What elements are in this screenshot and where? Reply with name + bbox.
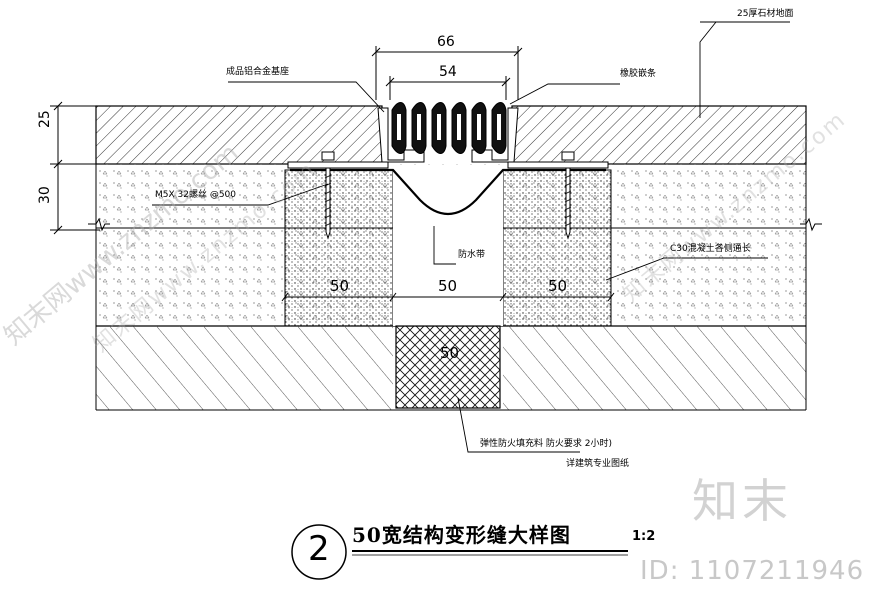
dim-base-mid: 50 bbox=[438, 277, 458, 295]
dim-left-25: 25 bbox=[37, 110, 53, 128]
label-rubber-strip: 橡胶嵌条 bbox=[620, 69, 657, 79]
bolt-right bbox=[561, 151, 575, 240]
concrete-blocks bbox=[284, 169, 612, 327]
left-dimensions bbox=[50, 101, 100, 235]
base-layer bbox=[96, 326, 806, 411]
leader-lines bbox=[152, 21, 790, 453]
dim-filler: 50 bbox=[440, 344, 460, 362]
title-number: 2 bbox=[308, 529, 330, 569]
label-bolt: M5X 32螺丝 @500 bbox=[155, 190, 237, 200]
joint-gap bbox=[393, 170, 503, 326]
dim-base-left: 50 bbox=[330, 277, 350, 295]
label-fire-filler: 弹性防火填充料 防火要求 2小时) bbox=[480, 439, 612, 449]
dim-left-30: 30 bbox=[37, 186, 53, 204]
label-waterproof: 防水带 bbox=[458, 250, 486, 260]
rubber-strip-highlight bbox=[397, 114, 501, 140]
label-see-spec: 详建筑专业图纸 bbox=[566, 459, 630, 469]
label-concrete: C30混凝土各侧通长 bbox=[670, 244, 751, 254]
stone-floor-layer bbox=[95, 105, 807, 165]
break-lines bbox=[88, 106, 822, 410]
drawing-scale: 1:2 bbox=[632, 529, 656, 544]
dim-top-outer: 66 bbox=[437, 34, 455, 50]
watermark-id: ID: 1107211946 bbox=[640, 556, 865, 586]
alloy-base bbox=[287, 107, 609, 169]
top-dimensions bbox=[371, 46, 523, 100]
drawing-title: 50宽结构变形缝大样图 bbox=[352, 523, 571, 547]
title-badge bbox=[291, 524, 628, 580]
fire-filler bbox=[395, 325, 501, 409]
dim-top-inner: 54 bbox=[439, 64, 457, 80]
watermark-brand: 知末 bbox=[692, 474, 792, 528]
label-stone-floor: 25厚石材地面 bbox=[737, 9, 794, 19]
bolt-left bbox=[321, 151, 335, 240]
base-dimensions bbox=[281, 292, 615, 302]
waterproof-belt bbox=[290, 168, 606, 215]
rubber-strip bbox=[391, 102, 507, 154]
dim-base-right: 50 bbox=[548, 277, 568, 295]
label-alloy-base: 成品铝合金基座 bbox=[226, 67, 290, 77]
